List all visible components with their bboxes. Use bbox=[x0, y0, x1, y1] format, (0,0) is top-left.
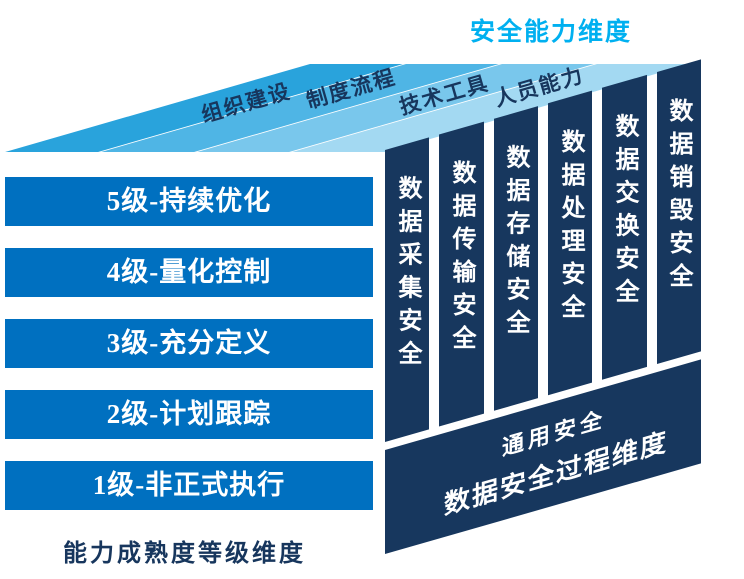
process-column-transmission: 数据传输安全 bbox=[439, 121, 484, 427]
maturity-dimension-title: 能力成熟度等级维度 bbox=[63, 541, 306, 567]
maturity-bar-level2: 2级-计划跟踪 bbox=[5, 390, 373, 439]
process-column-label: 数据交换安全 bbox=[610, 113, 637, 312]
process-column-label: 数据处理安全 bbox=[556, 128, 583, 327]
process-column-storage: 数据存储安全 bbox=[493, 106, 538, 411]
process-column-collection: 数据采集安全 bbox=[385, 137, 430, 442]
process-column-label: 数据存储安全 bbox=[502, 144, 529, 343]
maturity-bar-level5: 5级-持续优化 bbox=[5, 177, 373, 226]
capability-dimension-title: 安全能力维度 bbox=[470, 19, 633, 46]
process-column-processing: 数据处理安全 bbox=[547, 90, 593, 396]
maturity-bar-level3: 3级-充分定义 bbox=[5, 319, 373, 368]
maturity-bar-level4: 4级-量化控制 bbox=[5, 248, 373, 297]
process-column-label: 数据传输安全 bbox=[447, 160, 474, 359]
process-column-destruction: 数据销毁安全 bbox=[656, 59, 701, 365]
process-column-exchange: 数据交换安全 bbox=[602, 74, 647, 380]
process-column-label: 数据采集安全 bbox=[393, 175, 420, 374]
maturity-bar-level1: 1级-非正式执行 bbox=[5, 461, 373, 510]
process-column-label: 数据销毁安全 bbox=[665, 97, 692, 296]
